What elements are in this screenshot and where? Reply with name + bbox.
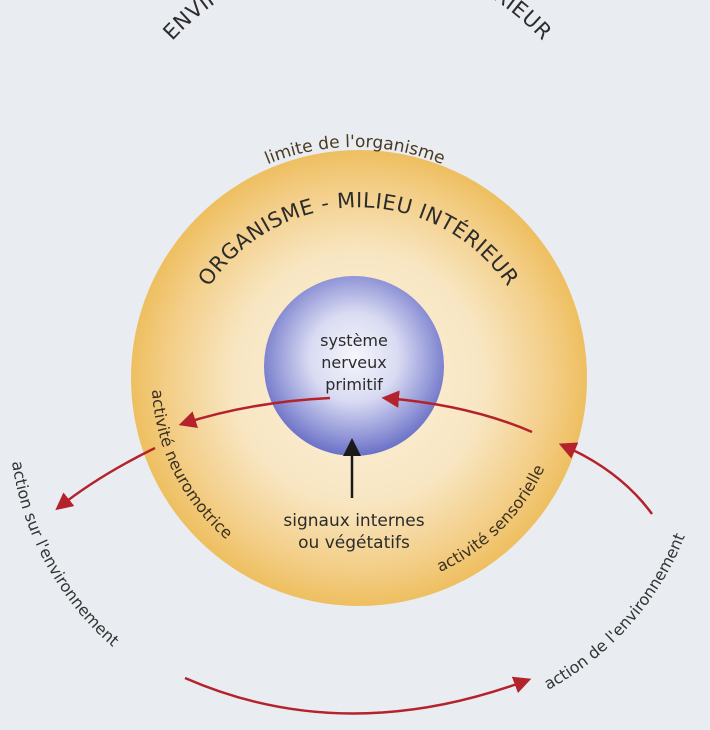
environment-title: ENVIRONNEMENT - MILIEU EXTÉRIEUR (158, 0, 556, 45)
nervous-system-line-1: système (320, 331, 388, 350)
internal-signals-line-2: ou végétatifs (298, 533, 410, 553)
nervous-system-sphere (264, 276, 444, 456)
action-of-environment-label: action de l'environnement (541, 530, 689, 693)
nervous-system-line-2: nerveux (321, 353, 387, 372)
nervous-system-line-3: primitif (325, 375, 383, 394)
internal-signals-label: signaux internes ou végétatifs (262, 510, 446, 554)
outside-to-sensory-arrow (558, 442, 654, 515)
internal-signals-line-1: signaux internes (283, 511, 425, 531)
sensory-to-nervous-arrow (381, 390, 533, 434)
bottom-cycle-arrow (184, 676, 532, 715)
nervous-system-label: système nerveux primitif (294, 330, 414, 396)
internal-signal-arrow-head (343, 438, 361, 456)
action-on-environment-label: action sur l'environnement (8, 460, 123, 650)
nervous-to-neuromotor-arrow (178, 396, 331, 429)
neuromotor-to-outside-arrow (55, 446, 156, 511)
